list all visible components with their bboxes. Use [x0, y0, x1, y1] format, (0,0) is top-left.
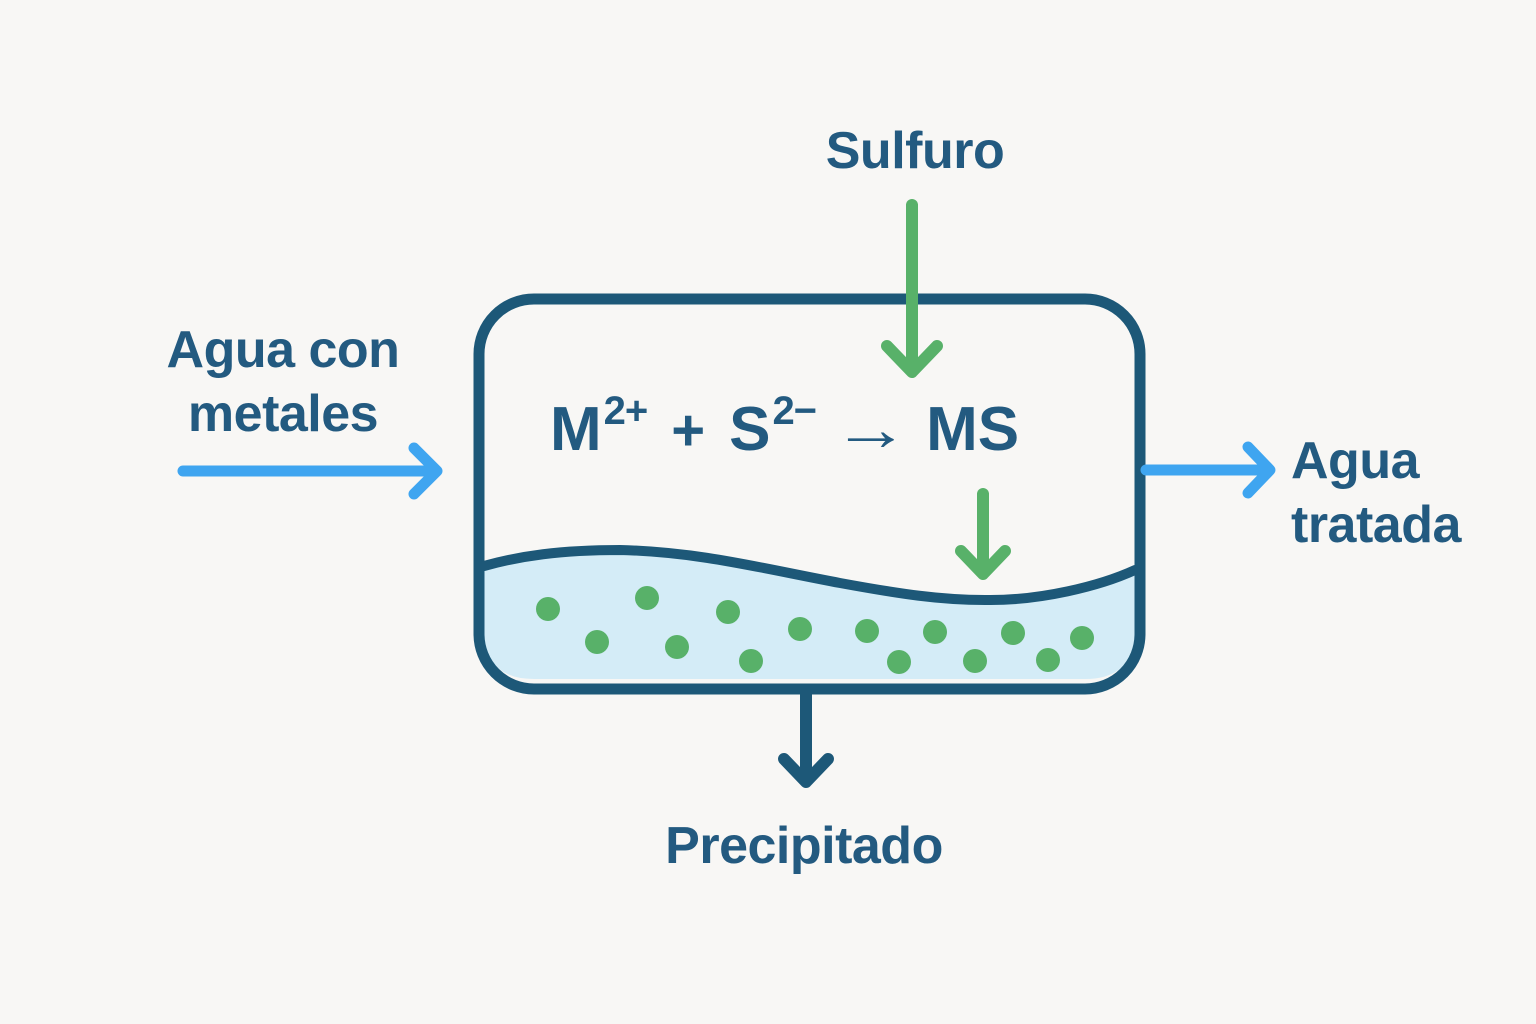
precipitate-dot [887, 650, 911, 674]
precipitate-dots [536, 586, 1094, 674]
precipitate-dot [739, 649, 763, 673]
precipitate-dot [1036, 648, 1060, 672]
treated-water-label-line1: Agua [1291, 432, 1419, 490]
equation-reactant1-superscript: 2+ [603, 389, 649, 433]
sulfide-label-text: Sulfuro [825, 122, 1005, 180]
equation-reactant2-base: S [729, 395, 771, 464]
reaction-equation: M2+ + S2− → MS [550, 389, 1020, 473]
equation-reactant1: M2+ [550, 389, 648, 473]
settling-arrow [955, 488, 1011, 580]
equation-reactant2-superscript: 2− [772, 389, 818, 433]
precipitate-dot [963, 649, 987, 673]
precipitate-dot [716, 600, 740, 624]
treated-water-label-line2: tratada [1291, 496, 1461, 554]
precipitate-dot [855, 619, 879, 643]
tank-outline [473, 293, 1146, 695]
arrow-head [408, 442, 443, 500]
treated-water-outflow-arrow [1140, 441, 1276, 499]
equation-reactant2: S2− [729, 389, 817, 473]
precipitate-dot [536, 597, 560, 621]
arrow-head [881, 340, 943, 378]
arrow-head [955, 545, 1011, 580]
metal-water-inflow-arrow [177, 442, 443, 500]
metal-water-label-line2: metales [187, 385, 379, 443]
equation-product: MS [926, 395, 1020, 464]
arrow-head [1242, 441, 1276, 499]
precipitate-dot [788, 617, 812, 641]
precipitate-dot [1070, 626, 1094, 650]
liquid-fill [484, 550, 1135, 679]
precipitate-dot [635, 586, 659, 610]
precipitate-label-text: Precipitado [665, 817, 943, 875]
reaction-arrow-icon: → [832, 395, 910, 464]
arrow-head [778, 753, 834, 788]
equation-plus-sign: + [671, 398, 706, 463]
precipitate-label: Precipitado [604, 814, 1004, 878]
treated-water-label: Agua tratada [1291, 429, 1461, 557]
precipitate-dot [585, 630, 609, 654]
sulfide-inflow-arrow [881, 199, 943, 378]
metal-water-label: Agua con metales [83, 318, 483, 446]
equation-reactant1-base: M [550, 395, 602, 464]
metal-water-label-line1: Agua con [166, 321, 400, 379]
precipitate-dot [1001, 621, 1025, 645]
precipitate-dot [923, 620, 947, 644]
liquid-surface-line [479, 544, 1140, 606]
precipitate-outflow-arrow [778, 688, 834, 788]
sulfide-label: Sulfuro [715, 119, 1115, 183]
precipitate-dot [665, 635, 689, 659]
